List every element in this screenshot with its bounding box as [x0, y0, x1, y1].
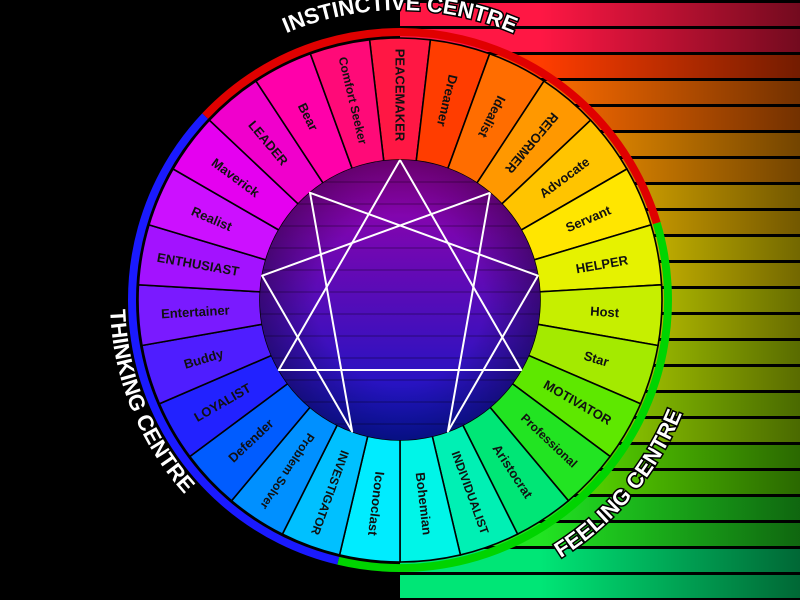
enneagram-line — [261, 191, 539, 433]
wheel-segments — [137, 37, 663, 563]
enneagram-figure — [261, 159, 539, 433]
segment-label: Host — [590, 304, 620, 321]
segment-label: Bohemian — [413, 472, 435, 536]
inner-circle-shade — [260, 160, 540, 440]
segment-label: PEACEMAKER — [393, 49, 408, 142]
centre-arc — [202, 28, 661, 225]
centre-arc — [128, 113, 340, 565]
enneagram-line — [277, 159, 523, 371]
segment-label: Star — [582, 348, 611, 370]
centre-arc — [337, 221, 672, 572]
segment-label: Entertainer — [161, 302, 230, 321]
centre-arcs — [128, 28, 672, 572]
segment-label: Iconoclast — [365, 471, 387, 537]
